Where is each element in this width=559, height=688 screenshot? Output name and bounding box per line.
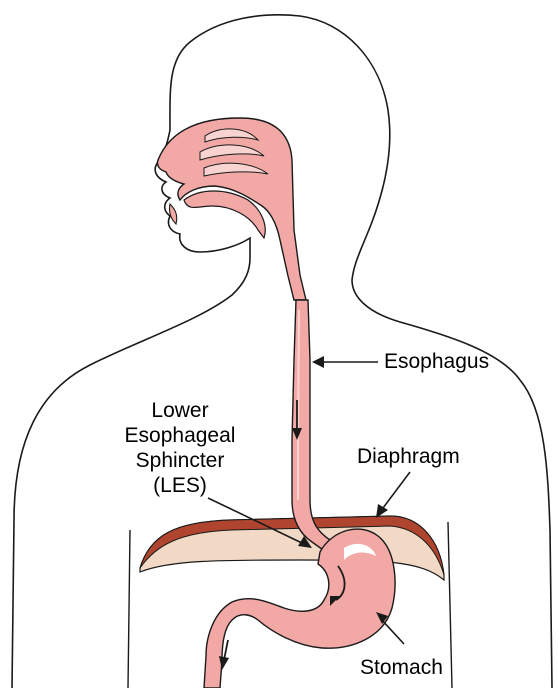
stomach-label: Stomach xyxy=(360,655,443,680)
lower-lip xyxy=(169,204,176,224)
esophagus-leader-arrowhead xyxy=(312,356,324,368)
esophagus-highlight xyxy=(298,310,299,500)
right-arm-line xyxy=(448,522,452,688)
duodenum-flow-arrow xyxy=(224,640,228,660)
esophagus-label: Esophagus xyxy=(384,349,489,374)
les-label-line-4: (LES) xyxy=(80,473,280,498)
diaphragm-leader-line xyxy=(380,472,410,512)
les-label-line-2: Esophageal xyxy=(80,423,280,448)
left-arm-line xyxy=(128,530,130,688)
diaphragm-label: Diaphragm xyxy=(357,444,460,469)
les-label-line-1: Lower xyxy=(80,398,280,423)
les-label-line-3: Sphincter xyxy=(80,448,280,473)
stomach-leader-line xyxy=(380,618,404,644)
